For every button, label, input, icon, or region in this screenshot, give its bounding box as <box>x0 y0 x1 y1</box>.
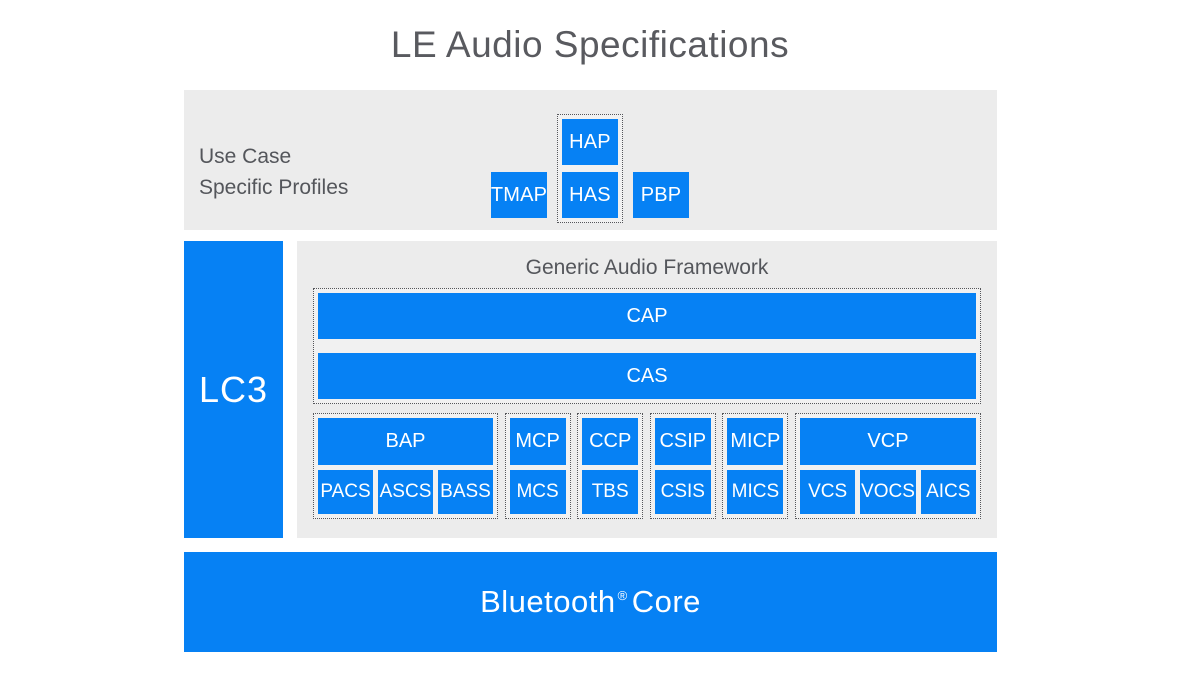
page-title: LE Audio Specifications <box>390 24 790 65</box>
profile-group-micp: MICP MICS <box>722 413 789 519</box>
service-box-bass: BASS <box>438 469 493 514</box>
profile-box-vcp: VCP <box>799 418 976 465</box>
profile-box-cas: CAS <box>318 353 976 399</box>
bluetooth-core-box: Bluetooth®Core <box>184 552 997 652</box>
service-box-vocs: VOCS <box>860 469 916 514</box>
framework-title: Generic Audio Framework <box>525 256 769 279</box>
profile-box-cap: CAP <box>318 293 976 339</box>
use-case-label: Use Case Specific Profiles <box>199 141 348 203</box>
vcp-services-row: VCS VOCS AICS <box>799 469 976 514</box>
ccp-services-row: TBS <box>582 469 639 514</box>
generic-audio-framework-panel: Generic Audio Framework CAP CAS BAP PACS… <box>297 241 997 538</box>
service-box-aics: AICS <box>920 469 976 514</box>
use-case-profiles-panel: Use Case Specific Profiles TMAP HAP HAS … <box>184 90 997 230</box>
service-box-tbs: TBS <box>582 469 639 514</box>
profile-box-bap: BAP <box>318 418 493 465</box>
registered-trademark-icon: ® <box>617 587 628 603</box>
profile-groups-row: BAP PACS ASCS BASS MCP MCS CCP TBS <box>313 413 981 519</box>
bap-services-row: PACS ASCS BASS <box>318 469 493 514</box>
service-box-vcs: VCS <box>799 469 856 514</box>
profile-box-mcp: MCP <box>509 418 566 465</box>
profile-box-ccp: CCP <box>582 418 639 465</box>
profile-group-bap: BAP PACS ASCS BASS <box>313 413 498 519</box>
use-case-label-line2: Specific Profiles <box>199 176 349 199</box>
service-box-mcs: MCS <box>509 469 566 514</box>
service-box-csis: CSIS <box>654 469 711 514</box>
csip-services-row: CSIS <box>654 469 711 514</box>
core-label: Core <box>631 584 701 619</box>
use-case-label-line1: Use Case <box>199 145 292 168</box>
lc3-box: LC3 <box>184 241 283 538</box>
cap-cas-group: CAP CAS <box>313 288 981 404</box>
service-box-mics: MICS <box>727 469 784 514</box>
profile-box-has: HAS <box>562 172 618 218</box>
bluetooth-wordmark: Bluetooth <box>480 584 616 619</box>
mcp-services-row: MCS <box>509 469 566 514</box>
service-box-ascs: ASCS <box>378 469 433 514</box>
profile-box-micp: MICP <box>727 418 784 465</box>
hap-has-group: HAP HAS <box>557 114 623 223</box>
profile-box-csip: CSIP <box>654 418 711 465</box>
service-box-pacs: PACS <box>318 469 373 514</box>
profile-box-hap: HAP <box>562 119 618 165</box>
profile-group-csip: CSIP CSIS <box>649 413 716 519</box>
profile-box-pbp: PBP <box>633 172 689 218</box>
profile-group-vcp: VCP VCS VOCS AICS <box>794 413 981 519</box>
profile-group-mcp: MCP MCS <box>504 413 571 519</box>
profile-box-tmap: TMAP <box>491 172 547 218</box>
profile-group-ccp: CCP TBS <box>577 413 644 519</box>
micp-services-row: MICS <box>727 469 784 514</box>
